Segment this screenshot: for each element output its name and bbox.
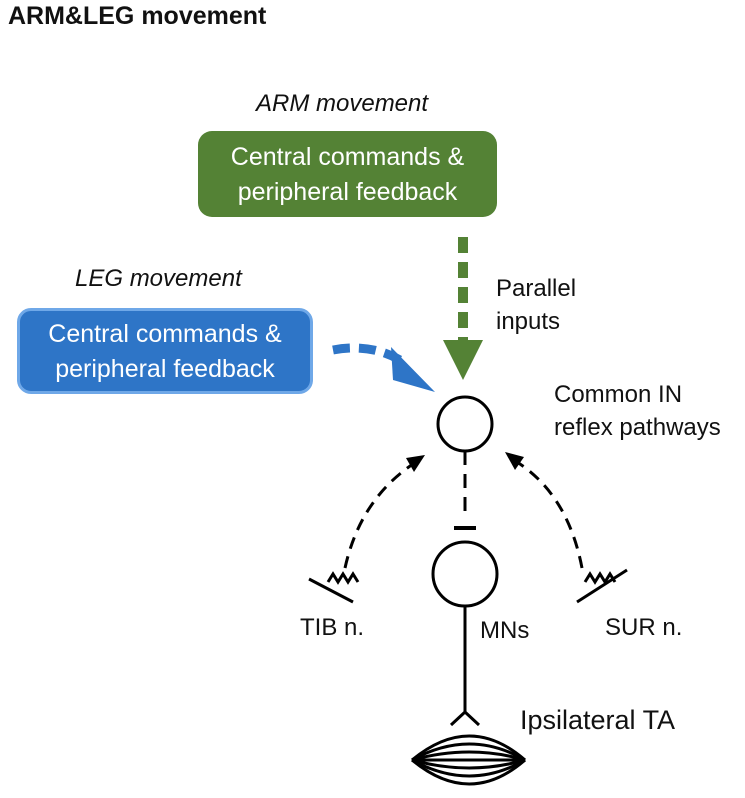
arm-box-line2: peripheral feedback <box>237 178 458 206</box>
leg-box-line2: peripheral feedback <box>55 355 275 383</box>
leg-central-commands-box: Central commands & peripheral feedback <box>17 308 313 394</box>
common-in-line2: reflex pathways <box>554 414 721 441</box>
sur-receptor-icon <box>576 568 628 604</box>
interneuron-circle <box>436 395 494 453</box>
neuromuscular-junction-icon <box>449 710 481 727</box>
sur-afferent-arrow <box>505 452 584 569</box>
arm-input-arrow <box>443 237 483 380</box>
motoneuron-circle <box>431 540 499 608</box>
arm-movement-heading: ARM movement <box>256 90 429 117</box>
arm-central-commands-box: Central commands & peripheral feedback <box>198 131 497 217</box>
parallel-inputs-line2: inputs <box>496 308 561 335</box>
diagram-title: ARM&LEG movement <box>8 2 267 30</box>
leg-input-arrow <box>332 343 435 392</box>
mns-label: MNs <box>480 617 530 644</box>
common-in-label: Common IN reflex pathways <box>554 378 721 444</box>
tib-receptor-icon <box>308 571 360 604</box>
in-to-mn-inhibitory-connection <box>454 451 476 530</box>
sur-nerve-label: SUR n. <box>605 614 683 641</box>
parallel-inputs-label: Parallel inputs <box>496 272 576 338</box>
tib-afferent-arrow <box>343 455 425 569</box>
common-in-line1: Common IN <box>554 381 683 408</box>
ipsilateral-ta-label: Ipsilateral TA <box>520 705 676 735</box>
leg-movement-heading: LEG movement <box>75 265 242 292</box>
leg-box-line1: Central commands & <box>48 320 282 348</box>
parallel-inputs-line1: Parallel <box>496 275 577 302</box>
tib-nerve-label: TIB n. <box>300 614 365 641</box>
arm-box-line1: Central commands & <box>230 143 465 171</box>
muscle-icon <box>411 734 526 786</box>
